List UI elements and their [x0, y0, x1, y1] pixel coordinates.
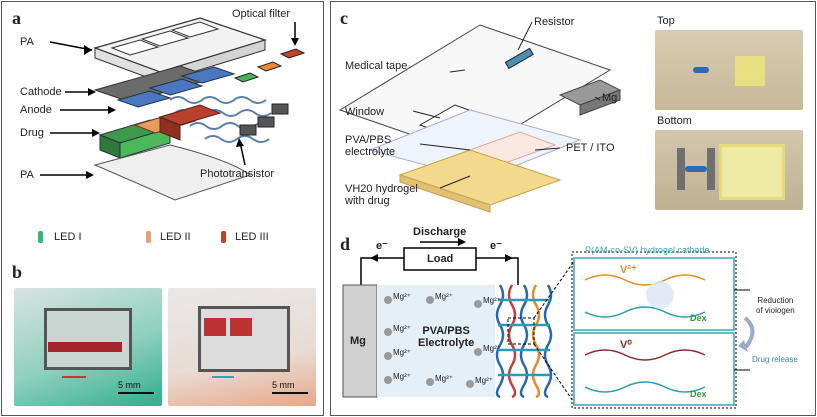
label-pa-top: PA: [20, 36, 34, 48]
led-i-swatch: [38, 231, 43, 243]
photo-bottom: [655, 130, 803, 210]
label-drug-release: Drug release: [752, 355, 798, 364]
optical-filter-red: [279, 48, 306, 59]
photo-top: [655, 30, 803, 110]
label-window: Window: [345, 106, 385, 118]
ion-9: Mg²⁺: [475, 376, 493, 385]
label-electron-left: e⁻: [376, 240, 388, 252]
label-dex-bottom: Dex: [690, 389, 707, 399]
label-dex-top: Dex: [690, 313, 707, 323]
ion-1: Mg²⁺: [393, 292, 411, 301]
ion-7: Mg²⁺: [393, 372, 411, 381]
panel-a-label: a: [12, 8, 21, 28]
ion-6: Mg²⁺: [483, 344, 501, 353]
label-reduction: Reduction of viologen: [756, 296, 795, 315]
label-pa-bottom: PA: [20, 169, 34, 181]
panel-d-label: d: [340, 234, 351, 254]
label-discharge: Discharge: [413, 226, 467, 238]
label-optical-filter: Optical filter: [232, 8, 291, 20]
label-mg: Mg: [602, 92, 618, 104]
panel-b-photo-left: 5 mm: [14, 288, 162, 406]
phototransistor-3: [271, 103, 289, 115]
phototransistor-2: [257, 116, 275, 128]
label-pva-pbs: PVA/PBS electrolyte: [345, 134, 396, 158]
ion-2: Mg²⁺: [435, 292, 453, 301]
label-drug: Drug: [20, 127, 44, 139]
label-anode: Anode: [20, 104, 52, 116]
label-v-reduced: V⁰: [620, 339, 632, 351]
optical-filter-orange: [256, 61, 283, 72]
pa-bottom-layer: [93, 144, 252, 201]
label-top: Top: [657, 15, 675, 27]
label-mg-electrode: Mg: [350, 335, 366, 347]
label-medical-tape: Medical tape: [345, 60, 408, 72]
label-resistor: Resistor: [534, 16, 575, 28]
label-electron-right: e⁻: [490, 240, 502, 252]
ion-8: Mg²⁺: [435, 374, 453, 383]
led-i-label: LED I: [54, 231, 82, 243]
drug-layer: [98, 104, 222, 159]
label-hydrogel-title: P(AM-co-SV) hydrogel cathode: [585, 245, 710, 255]
led-iii-swatch: [221, 231, 226, 243]
ion-4: Mg²⁺: [393, 324, 411, 333]
label-phototransistor: Phototransistor: [200, 168, 274, 180]
anode-layer: [116, 66, 236, 108]
label-pet-ito: PET / ITO: [566, 142, 615, 154]
label-bottom: Bottom: [657, 115, 692, 127]
label-load: Load: [427, 253, 454, 265]
ion-3: Mg²⁺: [483, 296, 501, 305]
panel-b-photo-right: 5 mm: [168, 288, 316, 406]
label-cathode: Cathode: [20, 86, 62, 98]
led-legend: LED I LED II LED III: [38, 230, 308, 244]
panel-b-label: b: [12, 262, 23, 282]
led-ii-swatch: [146, 231, 151, 243]
scale-bar-right: 5 mm: [272, 380, 295, 390]
label-vh20: VH20 hydrogel with drug: [345, 183, 418, 207]
label-v-oxidized: V²⁺: [620, 264, 637, 276]
panel-c-label: c: [340, 8, 348, 28]
phototransistor-1: [239, 124, 257, 136]
label-electrolyte: PVA/PBS Electrolyte: [418, 325, 475, 349]
scale-bar-left: 5 mm: [118, 380, 141, 390]
led-ii-label: LED II: [160, 231, 191, 243]
optical-filter-green: [233, 72, 260, 83]
ion-5: Mg²⁺: [393, 348, 411, 357]
led-iii-label: LED III: [235, 231, 269, 243]
